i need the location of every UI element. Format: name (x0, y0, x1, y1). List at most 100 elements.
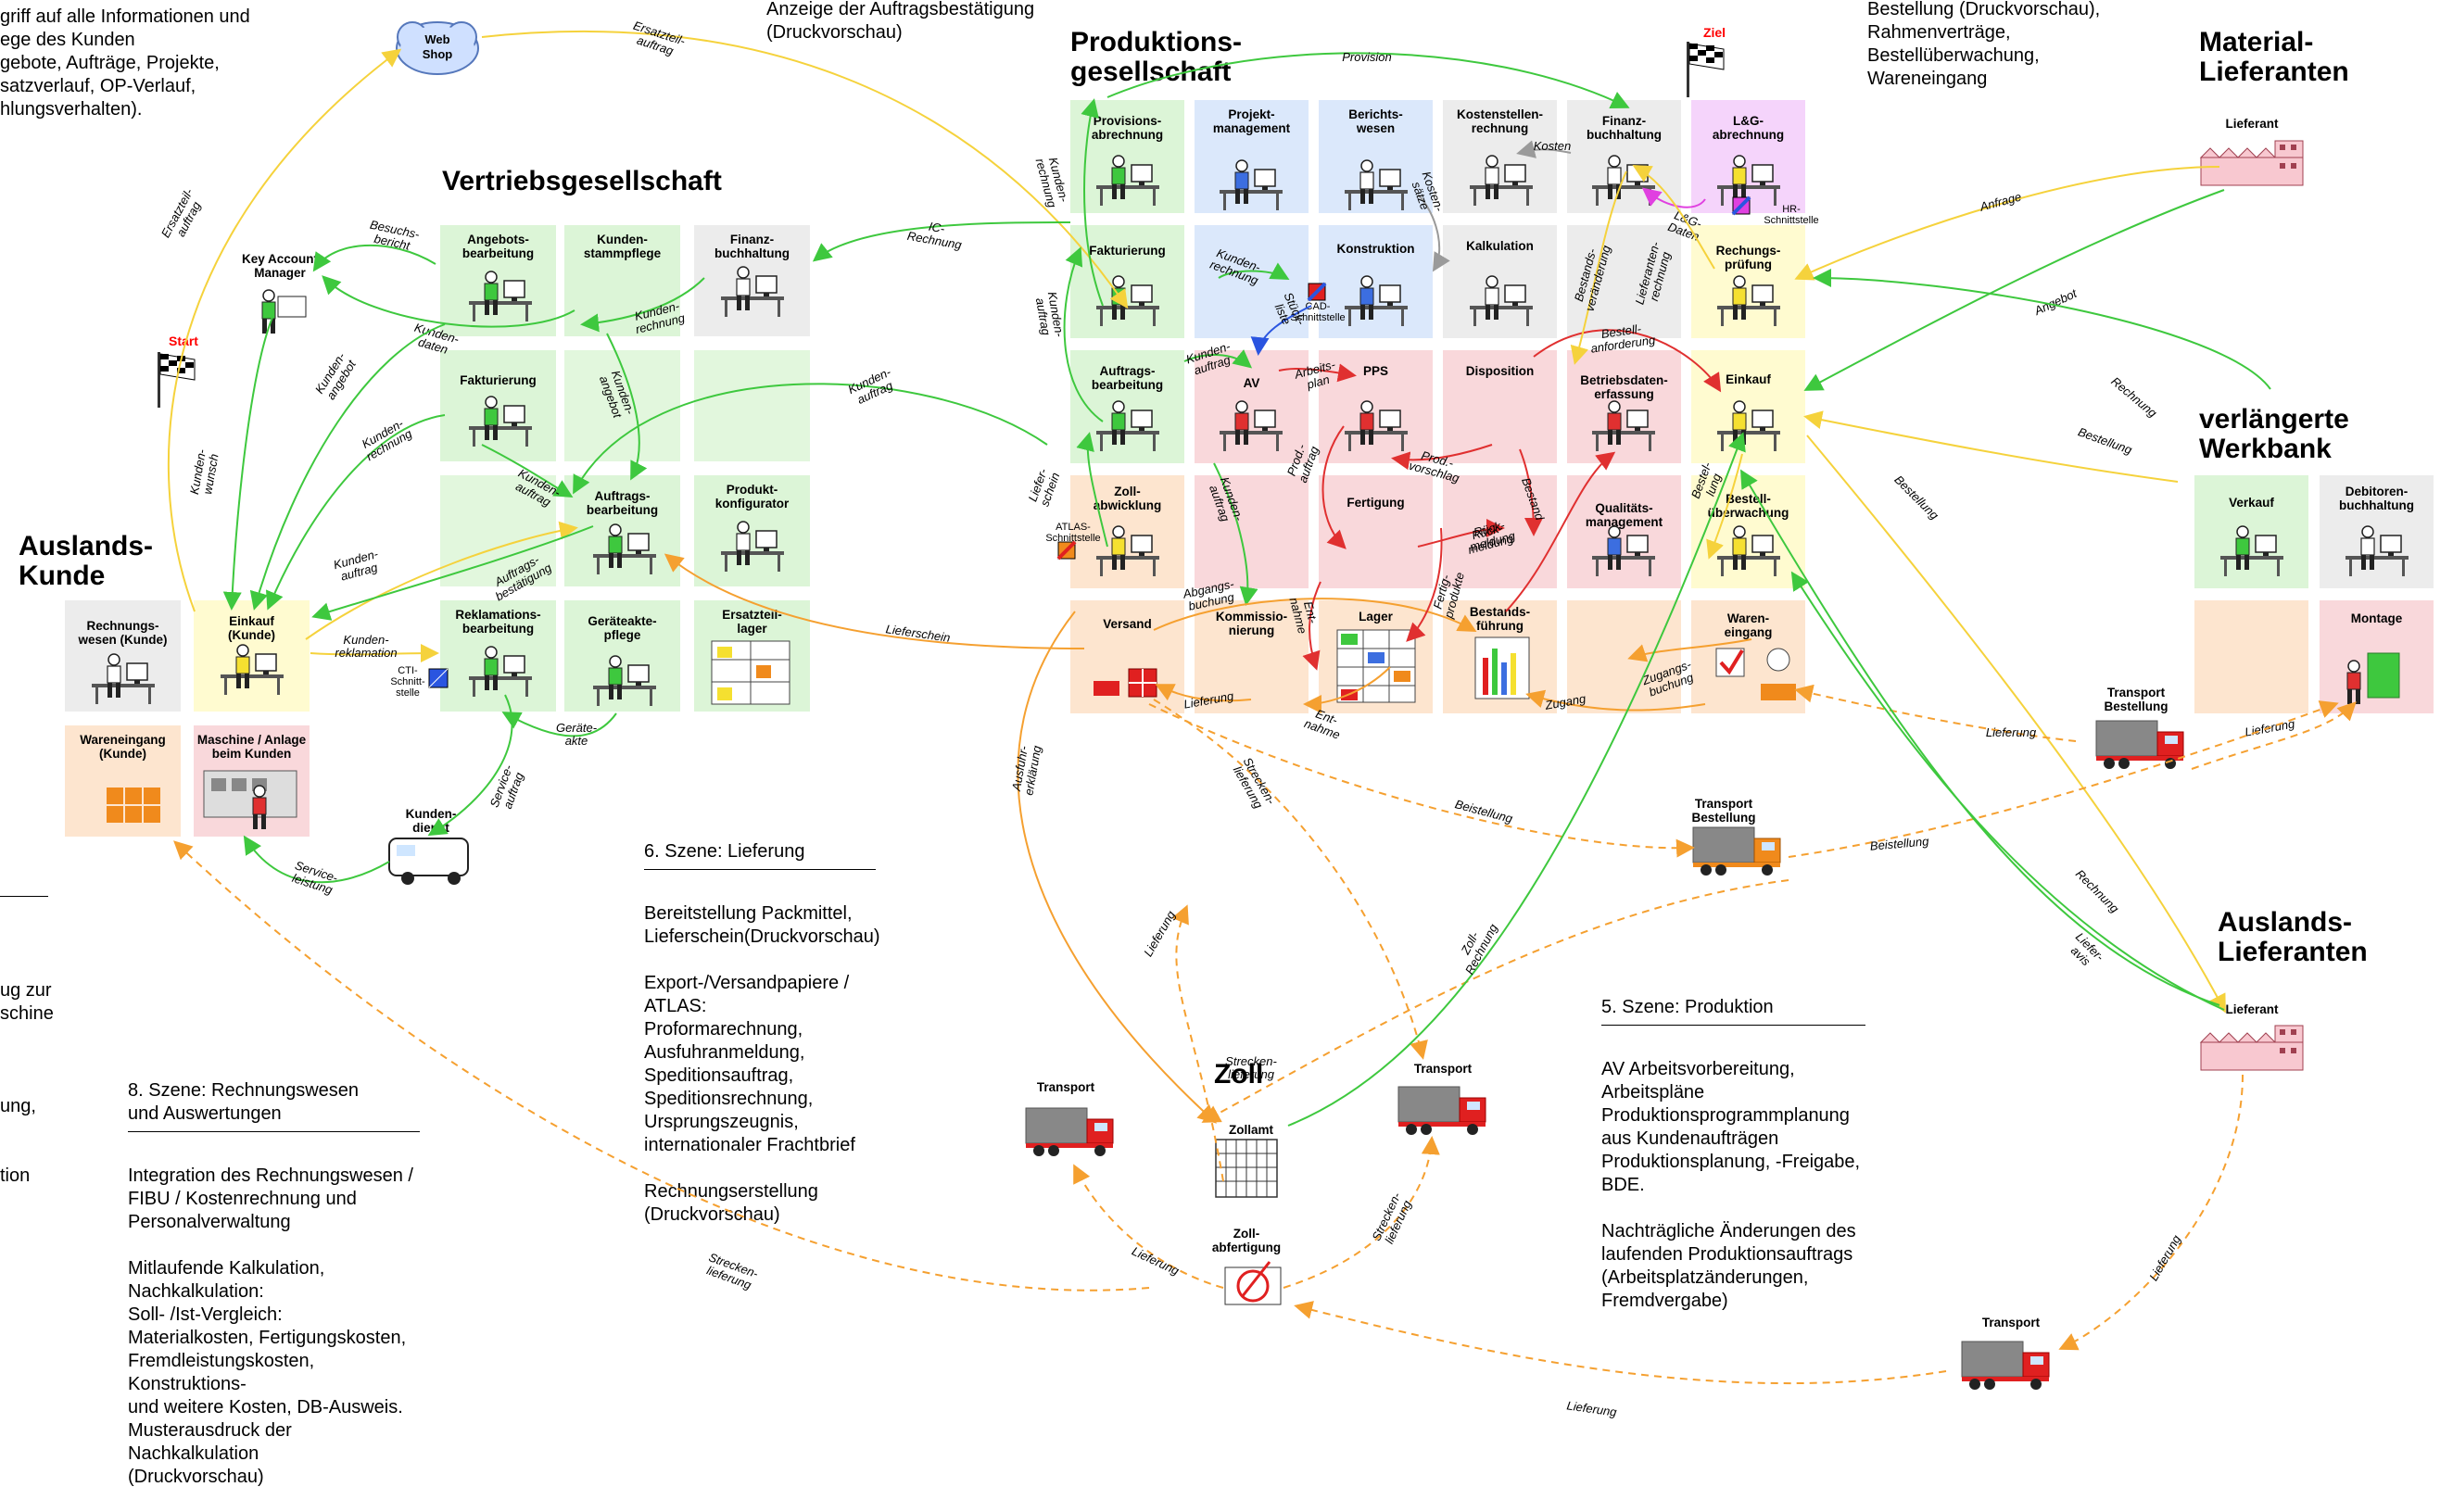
tile-maschine-kunde[interactable]: Maschine / Anlage beim Kunden (194, 725, 310, 837)
tile-empty (1443, 475, 1557, 588)
tile-empty (1195, 475, 1309, 588)
label-cti-schnittstelle: CTI- Schnitt- stelle (390, 665, 425, 699)
flow-arrow (167, 48, 402, 612)
tile-fertigung[interactable]: Fertigung (1319, 475, 1433, 588)
arrow-label: Zoll-Rechnung (1450, 915, 1500, 977)
tile-betriebsdatenerfassung[interactable]: Betriebsdaten- erfassung (1567, 350, 1681, 463)
tile-pps[interactable]: PPS (1319, 350, 1433, 463)
arrow-label: Kunden-auftrag (846, 364, 899, 408)
factory-icon (2200, 1025, 2304, 1071)
flow-arrow (2058, 1074, 2244, 1351)
tile-empty (440, 475, 556, 586)
tile-fakturierung-produktion[interactable]: Fakturierung (1070, 225, 1184, 338)
tile-qualitaetsmanagement[interactable]: Qualitäts- management (1567, 475, 1681, 588)
tile-label: Disposition (1465, 364, 1535, 378)
tile-versand[interactable]: Versand (1070, 600, 1184, 713)
tile-debitorenbuchhaltung-werkbank[interactable]: Debitoren- buchhaltung (2320, 475, 2434, 588)
zollabfertigung-icon (1224, 1261, 1282, 1305)
note-top-right: Bestellung (Druckvorschau), Rahmenverträ… (1867, 0, 2101, 89)
tile-kalkulation[interactable]: Kalkulation (1443, 225, 1557, 338)
tile-angebotsbearbeitung[interactable]: Angebots- bearbeitung (440, 225, 556, 336)
tile-label: Produkt- konfigurator (714, 483, 790, 510)
zollamt-building-icon (1215, 1139, 1278, 1198)
tile-label: Rechungs- prüfung (1715, 244, 1781, 271)
tile-lg-abrechnung[interactable]: L&G- abrechnung (1691, 100, 1805, 213)
tile-montage-werkbank[interactable]: Montage (2320, 600, 2434, 713)
tile-rechnungswesen-kunde[interactable]: Rechnungs- wesen (Kunde) (65, 600, 181, 712)
tile-auftragsbearbeitung-produktion[interactable]: Auftrags- bearbeitung (1070, 350, 1184, 463)
tile-auftragsbearbeitung-vertrieb[interactable]: Auftrags- bearbeitung (564, 475, 680, 586)
tile-reklamationsbearbeitung[interactable]: Reklamations- bearbeitung (440, 600, 556, 712)
tile-disposition[interactable]: Disposition (1443, 350, 1557, 463)
tile-label: Verkauf (2229, 496, 2274, 510)
group-title-werkbank: verlängerte Werkbank (2199, 404, 2349, 464)
tile-provisionsabrechnung[interactable]: Provisions- abrechnung (1070, 100, 1184, 213)
label-transport-bestellung-1: Transport Bestellung (2104, 686, 2169, 713)
flow-arrow (1148, 703, 1695, 858)
tile-empty (1567, 225, 1681, 338)
tile-ersatzteillager[interactable]: Ersatzteil- lager (694, 600, 810, 712)
tile-rechnungspruefung[interactable]: Rechungs- prüfung (1691, 225, 1805, 338)
key-account-manager-icon (261, 289, 307, 334)
label-zollabfertigung: Zoll- abfertigung (1211, 1227, 1282, 1254)
note-title: 5. Szene: Produktion (1601, 996, 1865, 1026)
tile-label: Kostenstellen- rechnung (1456, 107, 1544, 135)
arrow-label: Lieferung (1566, 1398, 1619, 1419)
factory-icon (2200, 140, 2304, 186)
tile-finanzbuchhaltung-produktion[interactable]: Finanz- buchhaltung (1567, 100, 1681, 213)
flow-arrow (812, 221, 1071, 262)
tile-label: Waren- eingang (1724, 611, 1773, 639)
tile-av[interactable]: AV (1195, 350, 1309, 463)
arrow-label: Kunden-angebot (312, 349, 360, 403)
tile-berichtswesen[interactable]: Berichts- wesen (1319, 100, 1433, 213)
ziel-flag-icon (1686, 41, 1725, 98)
tile-bestellueberwachung[interactable]: Bestell- überwachung (1691, 475, 1805, 588)
note-szene5: 5. Szene: Produktion AV Arbeitsvorbereit… (1601, 973, 1865, 1336)
arrow-label: Liefer-schein (1025, 466, 1062, 508)
tile-label: Kunden- stammpflege (583, 233, 662, 260)
flow-arrow (1813, 269, 2271, 390)
start-label: Start (169, 334, 198, 348)
tile-einkauf-produktion[interactable]: Einkauf (1691, 350, 1805, 463)
arrow-label: Ersatzteil-auftrag (158, 185, 208, 246)
tile-verkauf-werkbank[interactable]: Verkauf (2194, 475, 2308, 588)
tile-kundenstammpflege[interactable]: Kunden- stammpflege (564, 225, 680, 336)
start-flag-icon (157, 351, 196, 409)
note-left-rule (0, 896, 48, 897)
note-szene6: 6. Szene: Lieferung Bereitstellung Packm… (644, 817, 880, 1250)
tile-produktkonfigurator[interactable]: Produkt- konfigurator (694, 475, 810, 586)
arrow-label: IC-Rechnung (906, 216, 966, 252)
tile-einkauf-kunde[interactable]: Einkauf (Kunde) (194, 600, 310, 712)
tile-label: Berichts- wesen (1348, 107, 1403, 135)
tile-bestandsfuehrung[interactable]: Bestands- führung (1443, 600, 1557, 713)
tile-label: Maschine / Anlage beim Kunden (196, 733, 307, 761)
tile-zollabwicklung[interactable]: Zoll- abwicklung (1070, 475, 1184, 588)
tile-wareneingang-produktion[interactable]: Waren- eingang (1691, 600, 1805, 713)
flow-arrow (1171, 904, 1224, 1182)
flow-arrow (1283, 1136, 1440, 1289)
tile-label: Fertigung (1347, 496, 1405, 510)
flow-arrow (310, 644, 439, 663)
tile-geraeteaktepflege[interactable]: Geräteakte- pflege (564, 600, 680, 712)
tile-kostenstellenrechnung[interactable]: Kostenstellen- rechnung (1443, 100, 1557, 213)
flow-arrow (1153, 699, 1428, 1060)
tile-label: Angebots- bearbeitung (462, 233, 535, 260)
flow-arrow (1790, 571, 2225, 1011)
tile-kommissionierung[interactable]: Kommissio- nierung (1195, 600, 1309, 713)
arrow-label: Service-auftrag (487, 762, 528, 813)
flow-arrow (243, 835, 390, 884)
webshop-label-line1: Web (424, 32, 449, 46)
tile-label: Qualitäts- management (1585, 501, 1663, 529)
flow-arrow (1803, 189, 2225, 391)
flow-arrow (1739, 469, 2220, 1006)
truck-icon (1692, 826, 1781, 876)
arrow-label: Kunden-auftrag (1032, 291, 1067, 341)
tile-wareneingang-kunde[interactable]: Wareneingang (Kunde) (65, 725, 181, 837)
arrow-label: Geräte-akte (556, 721, 598, 748)
tile-fakturierung-vertrieb[interactable]: Fakturierung (440, 350, 556, 461)
tile-finanzbuchhaltung-vertrieb[interactable]: Finanz- buchhaltung (694, 225, 810, 336)
tile-label: Finanz- buchhaltung (714, 233, 790, 260)
tile-lager[interactable]: Lager (1319, 600, 1433, 713)
tile-label: Provisions- abrechnung (1091, 114, 1164, 142)
tile-projektmanagement[interactable]: Projekt- management (1195, 100, 1309, 213)
